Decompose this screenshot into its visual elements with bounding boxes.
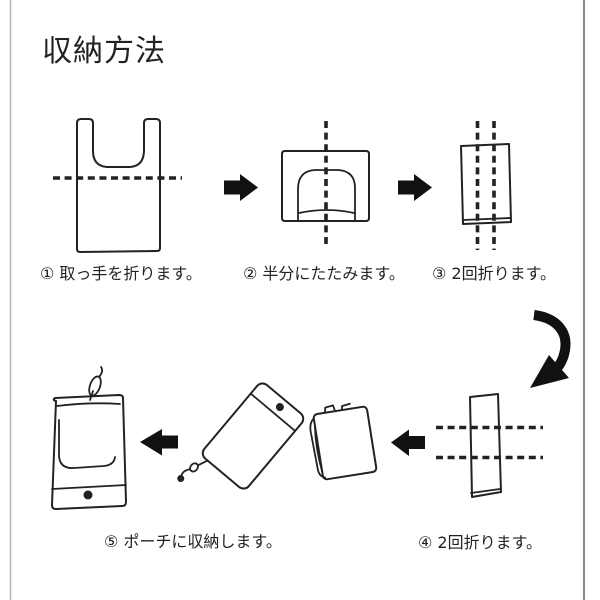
step3-strip-illustration (460, 121, 512, 250)
step2-folded-bag-illustration (281, 121, 370, 248)
step1-bag-illustration (53, 118, 182, 253)
arrow-left-icon (140, 429, 178, 456)
folded-bundle-illustration (309, 402, 378, 481)
arrow-right-icon (224, 174, 258, 201)
step4-caption: ④ 2回折ります。 (418, 533, 543, 552)
step2-caption: ② 半分にたたみます。 (243, 264, 405, 283)
step5-caption: ⑤ ポーチに収納します。 (104, 532, 282, 551)
clip-icon (177, 459, 209, 483)
arrow-right-icon (398, 174, 432, 201)
clip-icon (88, 366, 104, 401)
tilted-pouch-illustration (177, 382, 305, 490)
step4-strip-illustration (436, 393, 543, 498)
page-title: 収納方法 (42, 34, 166, 69)
curved-arrow-down-icon (530, 310, 571, 388)
step3-caption: ③ 2回折ります。 (432, 264, 557, 283)
arrow-left-icon (391, 429, 425, 456)
step1-caption: ① 取っ手を折ります。 (40, 264, 202, 283)
pouch-illustration (51, 366, 127, 510)
